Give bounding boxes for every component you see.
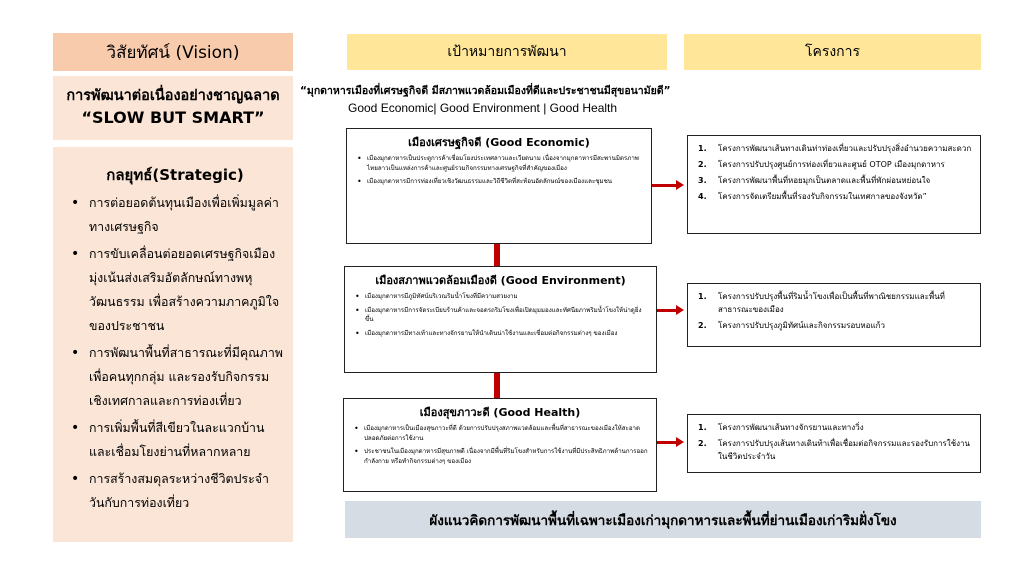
goal-box-economic: เมืองเศรษฐกิจดี (Good Economic) เมืองมุก… bbox=[346, 128, 652, 244]
project-number: 2. bbox=[698, 439, 707, 448]
strategy-title: กลยุทธ์(Strategic) bbox=[106, 166, 244, 184]
project-item: 2. โครงการปรับปรุงศูนย์การท่องเที่ยวและศู… bbox=[696, 158, 972, 171]
project-text: โครงการปรับปรุงภูมิทัศน์และกิจกรรมรอบหอแ… bbox=[718, 321, 885, 330]
project-text: โครงการปรับปรุงพื้นที่ริมน้ำโขงเพื่อเป็น… bbox=[718, 292, 945, 314]
goal-bullets-economic: เมืองมุกดาหารเป็นประตูการค้าเชื่อมโยงประ… bbox=[355, 154, 643, 187]
goal-bullet: เมืองมุกดาหารมีภูมิทัศน์บริเวณริมน้ำโขงท… bbox=[353, 292, 648, 302]
goal-box-environment: เมืองสภาพแวดล้อมเมืองดี (Good Environmen… bbox=[344, 266, 657, 373]
project-item: 2. โครงการปรับปรุงเส้นทางเดินท้าเพื่อเชื่… bbox=[696, 437, 972, 463]
strategy-item: การเพิ่มพื้นที่สีเขียวในละแวกบ้านและเชื่… bbox=[67, 416, 283, 464]
project-number: 1. bbox=[698, 292, 707, 301]
project-item: 4. โครงการจัดเตรียมพื้นที่รองรับกิจกรรมใน… bbox=[696, 190, 972, 203]
vision-motto: “SLOW BUT SMART” bbox=[81, 108, 265, 127]
vision-header: วิสัยทัศน์ (Vision) bbox=[53, 33, 293, 71]
strategy-list: การต่อยอดต้นทุนเมืองเพื่อเพิ่มมูลค่าทางเ… bbox=[67, 191, 283, 515]
strategy-box: กลยุทธ์(Strategic) การต่อยอดต้นทุนเมืองเ… bbox=[53, 147, 293, 542]
project-item: 1. โครงการปรับปรุงพื้นที่ริมน้ำโขงเพื่อเป… bbox=[696, 290, 972, 316]
project-box-economic: 1. โครงการพัฒนาเส้นทางเดินท่าท่องเที่ยวแล… bbox=[687, 135, 981, 234]
project-column-header: โครงการ bbox=[684, 34, 981, 70]
project-number: 1. bbox=[698, 144, 707, 153]
project-item: 3. โครงการพัฒนาพื้นที่หอยมุกเป็นตลาดและพื… bbox=[696, 174, 972, 187]
footer-caption: ผังแนวคิดการพัฒนาพื้นที่เฉพาะเมืองเก่ามุ… bbox=[429, 512, 897, 529]
goal-title-economic: เมืองเศรษฐกิจดี (Good Economic) bbox=[408, 136, 590, 149]
slogan-english: Good Economic| Good Environment | Good H… bbox=[348, 101, 618, 115]
goal-bullets-environment: เมืองมุกดาหารมีภูมิทัศน์บริเวณริมน้ำโขงท… bbox=[353, 292, 648, 338]
goal-bullet: เมืองมุกดาหารเป็นเมืองสุขภาวะที่ดี ด้วยก… bbox=[352, 424, 648, 443]
project-list-environment: 1. โครงการปรับปรุงพื้นที่ริมน้ำโขงเพื่อเป… bbox=[696, 290, 972, 332]
project-text: โครงการพัฒนาพื้นที่หอยมุกเป็นตลาดและพื้น… bbox=[718, 176, 931, 185]
project-number: 2. bbox=[698, 321, 707, 330]
connector-economic-environment bbox=[494, 244, 500, 266]
project-text: โครงการปรับปรุงเส้นทางเดินท้าเพื่อเชื่อม… bbox=[718, 439, 971, 461]
project-item: 2. โครงการปรับปรุงภูมิทัศน์และกิจกรรมรอบห… bbox=[696, 319, 972, 332]
goal-bullet: ประชาชนในเมืองมุกดาหารมีสุขภาพดี เนื่องจ… bbox=[352, 447, 648, 466]
project-item: 1. โครงการพัฒนาเส้นทางจักรยานและทางวิ่ง bbox=[696, 421, 972, 434]
vision-statement: การพัฒนาต่อเนื่องอย่างชาญฉลาด bbox=[66, 88, 280, 104]
project-list-health: 1. โครงการพัฒนาเส้นทางจักรยานและทางวิ่ง 2… bbox=[696, 421, 972, 463]
connector-environment-health bbox=[494, 373, 500, 398]
project-list-economic: 1. โครงการพัฒนาเส้นทางเดินท่าท่องเที่ยวแล… bbox=[696, 142, 972, 203]
goal-header-label: เป้าหมายการพัฒนา bbox=[447, 44, 567, 60]
goal-bullets-health: เมืองมุกดาหารเป็นเมืองสุขภาวะที่ดี ด้วยก… bbox=[352, 424, 648, 466]
strategy-item: การต่อยอดต้นทุนเมืองเพื่อเพิ่มมูลค่าทางเ… bbox=[67, 191, 283, 239]
goal-column-header: เป้าหมายการพัฒนา bbox=[347, 34, 667, 70]
goal-bullet: เมืองมุกดาหารเป็นประตูการค้าเชื่อมโยงประ… bbox=[355, 154, 643, 173]
project-text: โครงการพัฒนาเส้นทางเดินท่าท่องเที่ยวและป… bbox=[718, 144, 972, 153]
strategy-item: การพัฒนาพื้นที่สาธารณะที่มีคุณภาพเพื่อคน… bbox=[67, 341, 283, 413]
goal-bullet: เมืองมุกดาหารมีการท่องเที่ยวเชิงวัฒนธรรม… bbox=[355, 177, 643, 187]
arrow-economic-to-projects bbox=[652, 180, 684, 190]
vision-header-label: วิสัยทัศน์ (Vision) bbox=[106, 42, 240, 63]
project-text: โครงการปรับปรุงศูนย์การท่องเที่ยวและศูนย… bbox=[718, 160, 945, 169]
goal-title-environment: เมืองสภาพแวดล้อมเมืองดี (Good Environmen… bbox=[375, 274, 626, 287]
goal-bullet: เมืองมุกดาหารมีการจัดระเบียบร้านค้าและจอ… bbox=[353, 306, 648, 325]
goal-box-health: เมืองสุขภาวะดี (Good Health) เมืองมุกดาห… bbox=[343, 398, 657, 492]
arrow-environment-to-projects bbox=[657, 305, 684, 315]
strategy-item: การขับเคลื่อนต่อยอดเศรษฐกิจเมืองมุ่งเน้น… bbox=[67, 242, 283, 338]
project-number: 2. bbox=[698, 160, 707, 169]
project-box-environment: 1. โครงการปรับปรุงพื้นที่ริมน้ำโขงเพื่อเป… bbox=[687, 283, 981, 347]
project-box-health: 1. โครงการพัฒนาเส้นทางจักรยานและทางวิ่ง 2… bbox=[687, 414, 981, 473]
arrow-health-to-projects bbox=[657, 437, 684, 447]
goal-title-health: เมืองสุขภาวะดี (Good Health) bbox=[419, 406, 581, 419]
project-text: โครงการจัดเตรียมพื้นที่รองรับกิจกรรมในเท… bbox=[718, 192, 927, 201]
slogan-thai: “มุกดาหารเมืองที่เศรษฐกิจดี มีสภาพแวดล้อ… bbox=[300, 85, 671, 97]
strategy-item: การสร้างสมดุลระหว่างชีวิตประจำวันกับการท… bbox=[67, 467, 283, 515]
project-text: โครงการพัฒนาเส้นทางจักรยานและทางวิ่ง bbox=[718, 423, 864, 432]
footer-caption-bar: ผังแนวคิดการพัฒนาพื้นที่เฉพาะเมืองเก่ามุ… bbox=[345, 501, 981, 538]
project-number: 1. bbox=[698, 423, 707, 432]
project-number: 4. bbox=[698, 192, 707, 201]
goal-bullet: เมืองมุกดาหารมีทางเท้าและทางจักรยานให้นำ… bbox=[353, 329, 648, 339]
project-item: 1. โครงการพัฒนาเส้นทางเดินท่าท่องเที่ยวแล… bbox=[696, 142, 972, 155]
vision-box: การพัฒนาต่อเนื่องอย่างชาญฉลาด “SLOW BUT … bbox=[53, 76, 293, 140]
project-number: 3. bbox=[698, 176, 707, 185]
project-header-label: โครงการ bbox=[804, 44, 861, 60]
